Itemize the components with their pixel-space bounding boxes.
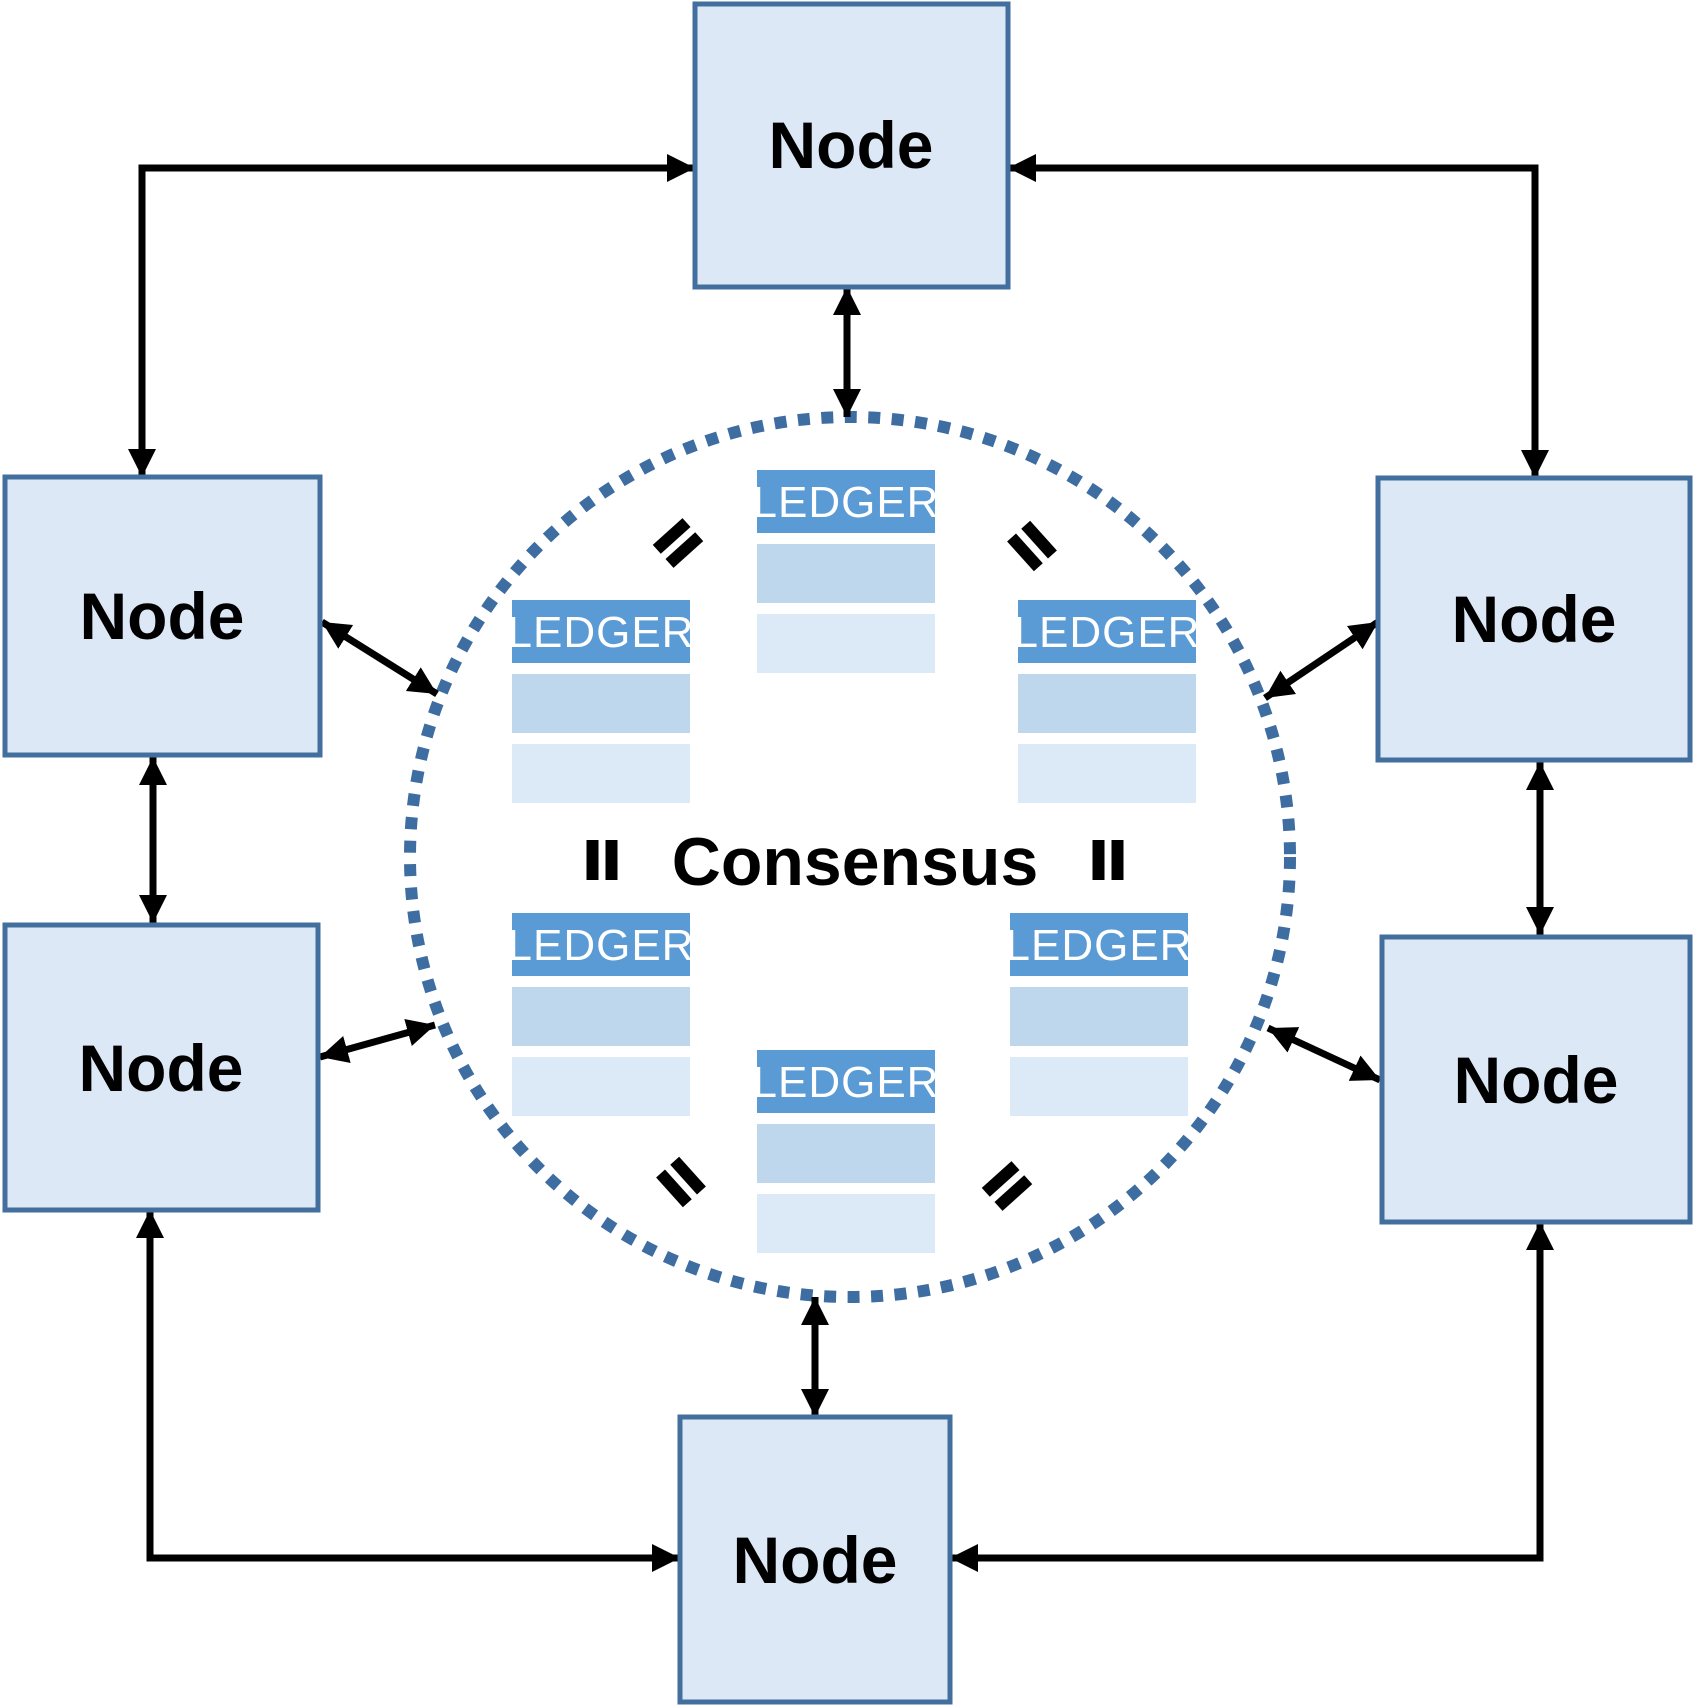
- ledger-header: [512, 600, 690, 663]
- node-rect: [692, 1, 1011, 290]
- ledger-row: [512, 744, 690, 803]
- node-box-top: Node: [692, 1, 1011, 290]
- arrow-topnode-rightupper: [1008, 154, 1549, 478]
- node-rect: [677, 1414, 953, 1705]
- node-box-left-lower: Node: [2, 922, 321, 1213]
- ledger-header: [757, 1050, 935, 1113]
- ledger-header: [512, 913, 690, 976]
- equals-icon-bottom-left: [656, 1156, 706, 1208]
- arrow-rightlower-circle: [1266, 1024, 1382, 1084]
- ledger-row: [1018, 674, 1196, 733]
- ledger-label: LEDGER: [508, 608, 695, 657]
- arrow-layer: [128, 154, 1554, 1572]
- ledger-row: [757, 614, 935, 673]
- consensus-label: Consensus: [672, 824, 1039, 900]
- ledger-row: [757, 1124, 935, 1183]
- node-box-left-upper: Node: [2, 474, 323, 758]
- node-rect: [1375, 475, 1693, 763]
- node-label: Node: [1452, 582, 1617, 656]
- node-box-bottom: Node: [677, 1414, 953, 1705]
- ledger-label: LEDGER: [753, 478, 940, 527]
- arrow-leftlower-circle: [319, 1019, 436, 1063]
- ledger-row: [1010, 1057, 1188, 1116]
- ledger-row: [512, 1057, 690, 1116]
- ledger-row: [757, 544, 935, 603]
- arrow-topnode-leftupper: [128, 154, 695, 477]
- equals-icon-top-left: [652, 518, 704, 568]
- node-box-right-upper: Node: [1375, 475, 1693, 763]
- arrow-bottomnode-rightlower: [950, 1222, 1554, 1572]
- ledger-row: [1018, 744, 1196, 803]
- ledger-label: LEDGER: [1014, 608, 1201, 657]
- ledger-header: [1018, 600, 1196, 663]
- ledger-label: LEDGER: [1006, 921, 1193, 970]
- ledger-lower-right: LEDGER: [1006, 913, 1193, 1116]
- node-box-right-lower: Node: [1379, 934, 1693, 1225]
- equals-icon-bottom-right: [981, 1161, 1033, 1211]
- node-label: Node: [733, 1523, 898, 1597]
- equals-icon-middle-right: [1092, 840, 1124, 880]
- arrow-bottomnode-leftlower: [136, 1210, 680, 1572]
- node-rect: [1379, 934, 1693, 1225]
- ledger-header: [757, 470, 935, 533]
- node-label: Node: [80, 579, 245, 653]
- ledger-label: LEDGER: [753, 1058, 940, 1107]
- equals-icon-top-right: [1007, 520, 1057, 572]
- node-rect: [2, 922, 321, 1213]
- arrow-rightupper-circle: [1263, 619, 1380, 701]
- ledger-row: [512, 674, 690, 733]
- node-label: Node: [79, 1031, 244, 1105]
- node-rect: [2, 474, 323, 758]
- arrow-leftupper-circle: [320, 619, 439, 697]
- ledger-row: [512, 987, 690, 1046]
- ledger-row: [1010, 987, 1188, 1046]
- ledger-upper-right: LEDGER: [1014, 600, 1201, 803]
- ledger-row: [757, 1194, 935, 1253]
- ledger-lower-left: LEDGER: [508, 913, 695, 1116]
- node-label: Node: [1454, 1043, 1619, 1117]
- node-label: Node: [769, 108, 934, 182]
- equals-icon-middle-left: [586, 840, 618, 880]
- ledger-top: LEDGER: [753, 470, 940, 673]
- ledger-label: LEDGER: [508, 921, 695, 970]
- ledger-header: [1010, 913, 1188, 976]
- ledger-upper-left: LEDGER: [508, 600, 695, 803]
- ledger-bottom: LEDGER: [753, 1050, 940, 1253]
